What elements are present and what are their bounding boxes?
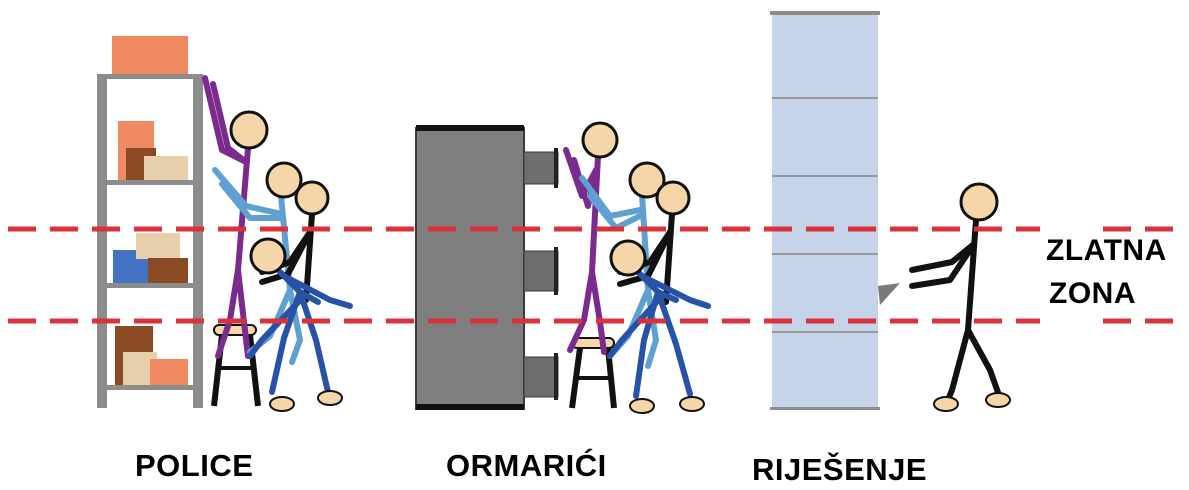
stick-figure-icon <box>202 75 353 412</box>
label-ormarici: ORMARIĆI <box>446 448 607 483</box>
drawer-cabinet-icon <box>415 125 559 410</box>
label-police: POLICE <box>135 448 254 483</box>
label-golden-zone-line1: ZLATNA <box>1046 234 1167 267</box>
stool-icon <box>211 324 261 407</box>
vertical-lift-module-icon <box>770 11 900 410</box>
stool-icon <box>569 337 617 409</box>
stick-figure-icon <box>909 182 1011 412</box>
label-golden-zone-line2: ZONA <box>1049 277 1136 310</box>
stick-figure-icon <box>563 121 711 414</box>
shelving-unit-icon <box>97 36 203 408</box>
golden-zone-boundary <box>8 226 1180 324</box>
label-rjesenje: RIJEŠENJE <box>752 452 928 487</box>
